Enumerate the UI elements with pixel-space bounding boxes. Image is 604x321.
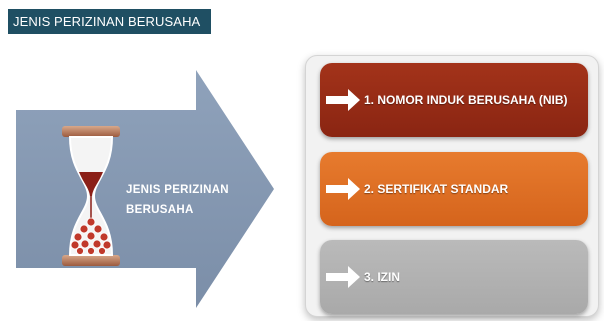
hourglass-icon	[62, 126, 120, 266]
slide-title: JENIS PERIZINAN BERUSAHA	[8, 9, 211, 34]
item-label-sertifikat: 2. SERTIFIKAT STANDAR	[364, 182, 509, 196]
item-nib: 1. NOMOR INDUK BERUSAHA (NIB)	[320, 63, 588, 137]
white-arrow-icon	[326, 266, 360, 288]
left-label-line2: BERUSAHA	[126, 204, 194, 216]
left-label: JENIS PERIZINAN BERUSAHA	[126, 180, 256, 220]
item-sertifikat-standar: 2. SERTIFIKAT STANDAR	[320, 152, 588, 226]
item-izin: 3. IZIN	[320, 240, 588, 314]
white-arrow-icon	[326, 178, 360, 200]
item-label-nib: 1. NOMOR INDUK BERUSAHA (NIB)	[364, 93, 568, 107]
left-label-line1: JENIS PERIZINAN	[126, 184, 229, 196]
white-arrow-icon	[326, 89, 360, 111]
item-label-izin: 3. IZIN	[364, 270, 401, 284]
